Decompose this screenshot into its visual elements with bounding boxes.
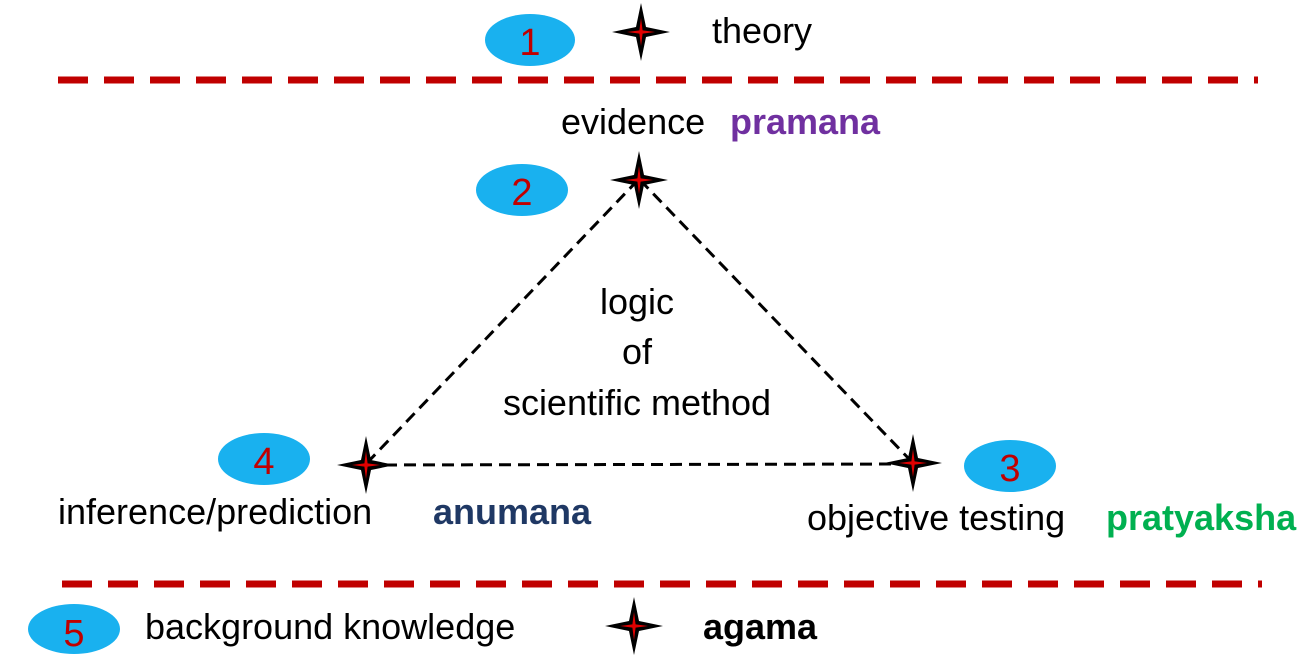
badge-1: 1 bbox=[485, 14, 575, 66]
center-text-line-1: logic bbox=[599, 281, 675, 322]
four-point-star-icon bbox=[884, 434, 942, 492]
background-knowledge-label: background knowledge bbox=[145, 606, 516, 647]
four-point-star-icon bbox=[605, 597, 663, 655]
badge-1-number: 1 bbox=[519, 22, 540, 64]
badge-5: 5 bbox=[28, 604, 120, 655]
four-point-star-icon bbox=[337, 436, 395, 494]
pratyaksha-term: pratyaksha bbox=[1106, 497, 1297, 538]
badge-2-number: 2 bbox=[511, 172, 532, 214]
objective-testing-label: objective testing bbox=[807, 497, 1066, 538]
badge-4-number: 4 bbox=[253, 441, 274, 483]
badge-4: 4 bbox=[218, 433, 310, 485]
edge-evidence-to-testing bbox=[638, 178, 914, 464]
anumana-term: anumana bbox=[433, 491, 592, 532]
edge-evidence-to-inference bbox=[364, 178, 640, 466]
four-point-star-icon bbox=[610, 151, 668, 209]
agama-term: agama bbox=[703, 606, 818, 647]
theory-label: theory bbox=[712, 10, 813, 51]
four-point-star-icon bbox=[612, 3, 670, 61]
badge-5-number: 5 bbox=[63, 613, 84, 655]
pramana-term: pramana bbox=[730, 101, 881, 142]
edge-inference-to-testing bbox=[365, 462, 913, 467]
star-accent bbox=[625, 166, 653, 194]
star-accent bbox=[352, 451, 380, 479]
center-text-line-2: of bbox=[621, 331, 653, 372]
center-text-line-3: scientific method bbox=[502, 382, 772, 423]
evidence-label: evidence bbox=[561, 101, 706, 142]
star-accent bbox=[620, 612, 648, 640]
inference-label: inference/prediction bbox=[58, 491, 373, 532]
star-accent bbox=[627, 18, 655, 46]
star-accent bbox=[899, 449, 927, 477]
badge-3-number: 3 bbox=[999, 448, 1020, 490]
badge-2: 2 bbox=[476, 164, 568, 216]
badge-3: 3 bbox=[964, 440, 1056, 492]
